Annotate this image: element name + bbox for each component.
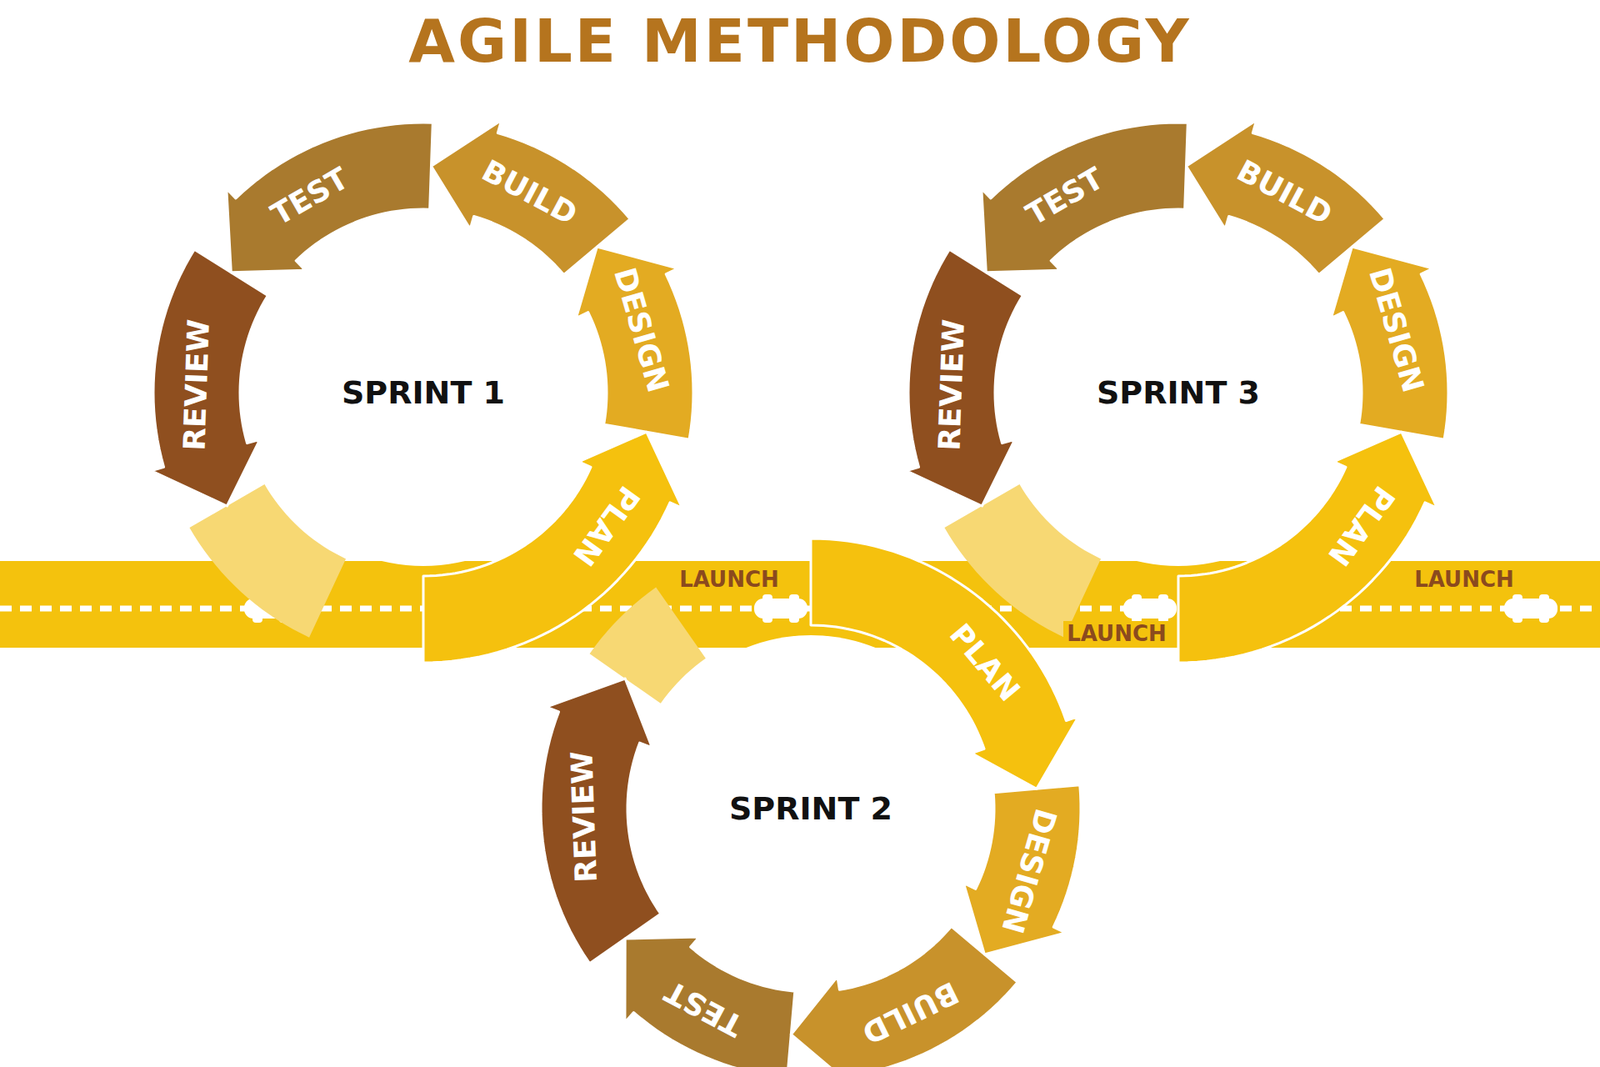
phase-label: BUILD — [856, 975, 964, 1050]
phase-arrow: PLAN — [940, 614, 1030, 711]
phase-label: REVIEW — [565, 750, 604, 883]
phase-arrow: PLAN — [564, 475, 650, 575]
phase-arrow: TEST — [1016, 158, 1113, 235]
phase-label: TEST — [1020, 160, 1110, 231]
phase-arrow: REVIEW — [175, 315, 217, 455]
phase-arrow: TEST — [261, 158, 358, 235]
sprint-circle: SPRINT 2 — [637, 635, 985, 982]
sprint-circle: SPRINT 1 — [250, 219, 597, 566]
phase-arrow: BUILD — [1228, 150, 1342, 235]
phase-label: BUILD — [476, 154, 583, 232]
phase-arrow: DESIGN — [992, 800, 1065, 940]
phase-label: BUILD — [1231, 154, 1338, 232]
title: AGILE METHODOLOGY — [0, 6, 1600, 76]
phase-label: REVIEW — [178, 318, 216, 451]
launch-label: LAUNCH — [1410, 566, 1518, 592]
phase-label: PLAN — [943, 617, 1026, 708]
phase-label: DESIGN — [995, 805, 1062, 937]
phase-label: TEST — [660, 974, 750, 1043]
phase-label: DESIGN — [607, 264, 675, 396]
phase-arrow: DESIGN — [605, 260, 677, 400]
sprint-label: SPRINT 1 — [341, 374, 505, 411]
car-icon — [754, 594, 808, 623]
phase-arrow: DESIGN — [1360, 260, 1432, 400]
sprint-label: SPRINT 3 — [1096, 374, 1260, 411]
car-icon — [1504, 594, 1558, 623]
phase-label: PLAN — [566, 480, 646, 572]
phase-label: TEST — [265, 160, 355, 231]
phase-arrow: REVIEW — [930, 315, 972, 455]
phase-arrow: TEST — [656, 971, 754, 1046]
phase-arrow: REVIEW — [563, 746, 605, 886]
car-icon — [1123, 594, 1177, 623]
phase-arrow: BUILD — [473, 150, 587, 235]
sprint-label: SPRINT 2 — [729, 790, 893, 827]
launch-label: LAUNCH — [675, 566, 783, 592]
phase-label: DESIGN — [1362, 264, 1430, 396]
sprint-circle: SPRINT 3 — [1005, 219, 1352, 566]
phase-arrow: BUILD — [853, 971, 968, 1053]
launch-label: LAUNCH — [1063, 620, 1170, 646]
phase-label: PLAN — [1321, 480, 1401, 572]
phase-label: REVIEW — [933, 318, 971, 451]
phase-arrow: PLAN — [1319, 475, 1405, 575]
